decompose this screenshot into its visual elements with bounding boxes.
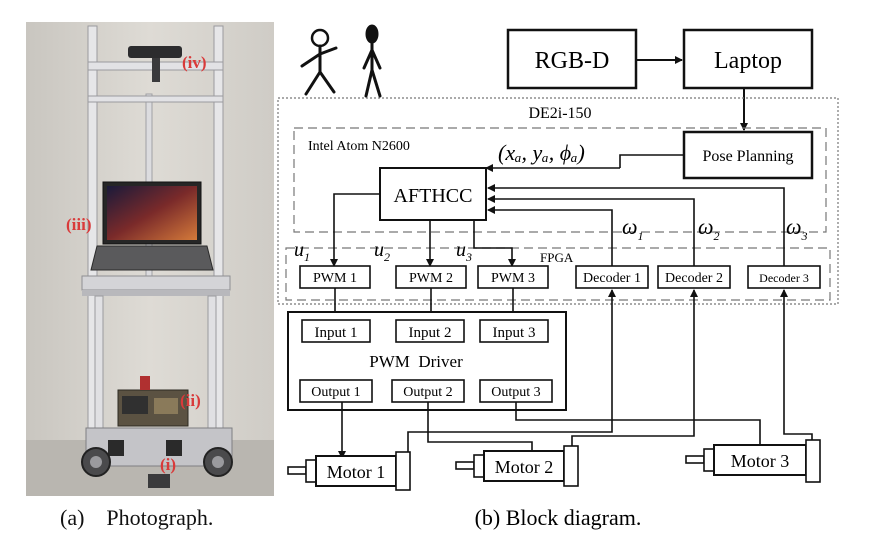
- motor1-encoder-line: [407, 289, 616, 462]
- motor-2: [455, 445, 579, 487]
- photo-label-iii: (iii): [66, 215, 92, 234]
- intel-atom-frame: [293, 127, 827, 233]
- fpga-frame: [285, 247, 831, 301]
- decoder2-feedback-arrow: [487, 195, 695, 266]
- decoder3-feedback-arrow: [487, 184, 785, 266]
- motor2-encoder-line: [571, 289, 698, 456]
- input-1-label: Input 1: [315, 325, 358, 341]
- pose-path-line: [619, 154, 684, 168]
- input-3-label: Input 3: [493, 325, 536, 341]
- pose-planning-block: [682, 130, 814, 180]
- robot-photograph: (iv) (iii) (ii) (i): [26, 22, 274, 496]
- photo-label-iv: (iv): [182, 53, 207, 72]
- decoder-3-label: Decoder 3: [759, 271, 809, 285]
- pwm-3-label: PWM 3: [491, 271, 535, 286]
- pwm-1-label: PWM 1: [313, 271, 357, 286]
- motor3-encoder-line: [780, 289, 813, 452]
- board-label: DE2i-150: [528, 105, 591, 122]
- output-2-label: Output 2: [403, 385, 452, 400]
- u2-label: u2: [374, 239, 390, 264]
- decoder-2-label: Decoder 2: [665, 271, 723, 286]
- diagram-caption: (b) Block diagram.: [475, 505, 642, 530]
- omega3-label: ω3: [786, 214, 808, 243]
- pwm-driver-label: PWM Driver: [369, 352, 463, 371]
- input-1-block: [301, 319, 371, 343]
- output-3-label: Output 3: [491, 385, 540, 400]
- pose-vector-label: (xₐ, yₐ, ϕₐ): [498, 140, 585, 165]
- photo-label-i: (i): [160, 455, 176, 474]
- person-walking-icon: [300, 28, 338, 96]
- rgbd-label: RGB-D: [535, 48, 610, 74]
- pose-planning-label: Pose Planning: [702, 148, 793, 165]
- afthcc-label: AFTHCC: [394, 185, 473, 207]
- input-2-block: [395, 319, 465, 343]
- output-1-block: [299, 379, 373, 403]
- photo-label-ii: (ii): [180, 391, 201, 410]
- controller-to-pwm1-arrow: [330, 193, 380, 267]
- omega1-label: ω1: [622, 214, 644, 243]
- controller-to-pwm3-arrow: [473, 220, 516, 267]
- de2i-150-board-frame: [277, 97, 839, 305]
- person-standing-icon: [362, 24, 382, 98]
- motor-3: [685, 439, 821, 483]
- output-1-label: Output 1: [311, 385, 360, 400]
- motor-1-label: Motor 1: [327, 462, 386, 482]
- rgbd-sensor-block: [506, 28, 638, 90]
- motor-2-label: Motor 2: [495, 457, 554, 477]
- pwm-2-label: PWM 2: [409, 271, 453, 286]
- u1-label: u1: [294, 239, 310, 264]
- motor-3-label: Motor 3: [731, 451, 790, 471]
- omega2-label: ω2: [698, 214, 720, 243]
- u3-label: u3: [456, 239, 472, 264]
- output3-to-motor3-arrow: [515, 402, 764, 453]
- afthcc-controller-block: [379, 167, 487, 221]
- photo-caption: (a) Photograph.: [60, 505, 213, 530]
- decoder1-feedback-arrow: [487, 206, 613, 266]
- decoder-1-label: Decoder 1: [583, 271, 641, 286]
- laptop-block: [682, 28, 814, 90]
- motor-1: [287, 451, 411, 491]
- cpu-label: Intel Atom N2600: [308, 139, 410, 154]
- fpga-label: FPGA: [540, 250, 574, 265]
- input-2-label: Input 2: [409, 325, 452, 341]
- laptop-label: Laptop: [714, 48, 782, 74]
- input-3-block: [479, 319, 549, 343]
